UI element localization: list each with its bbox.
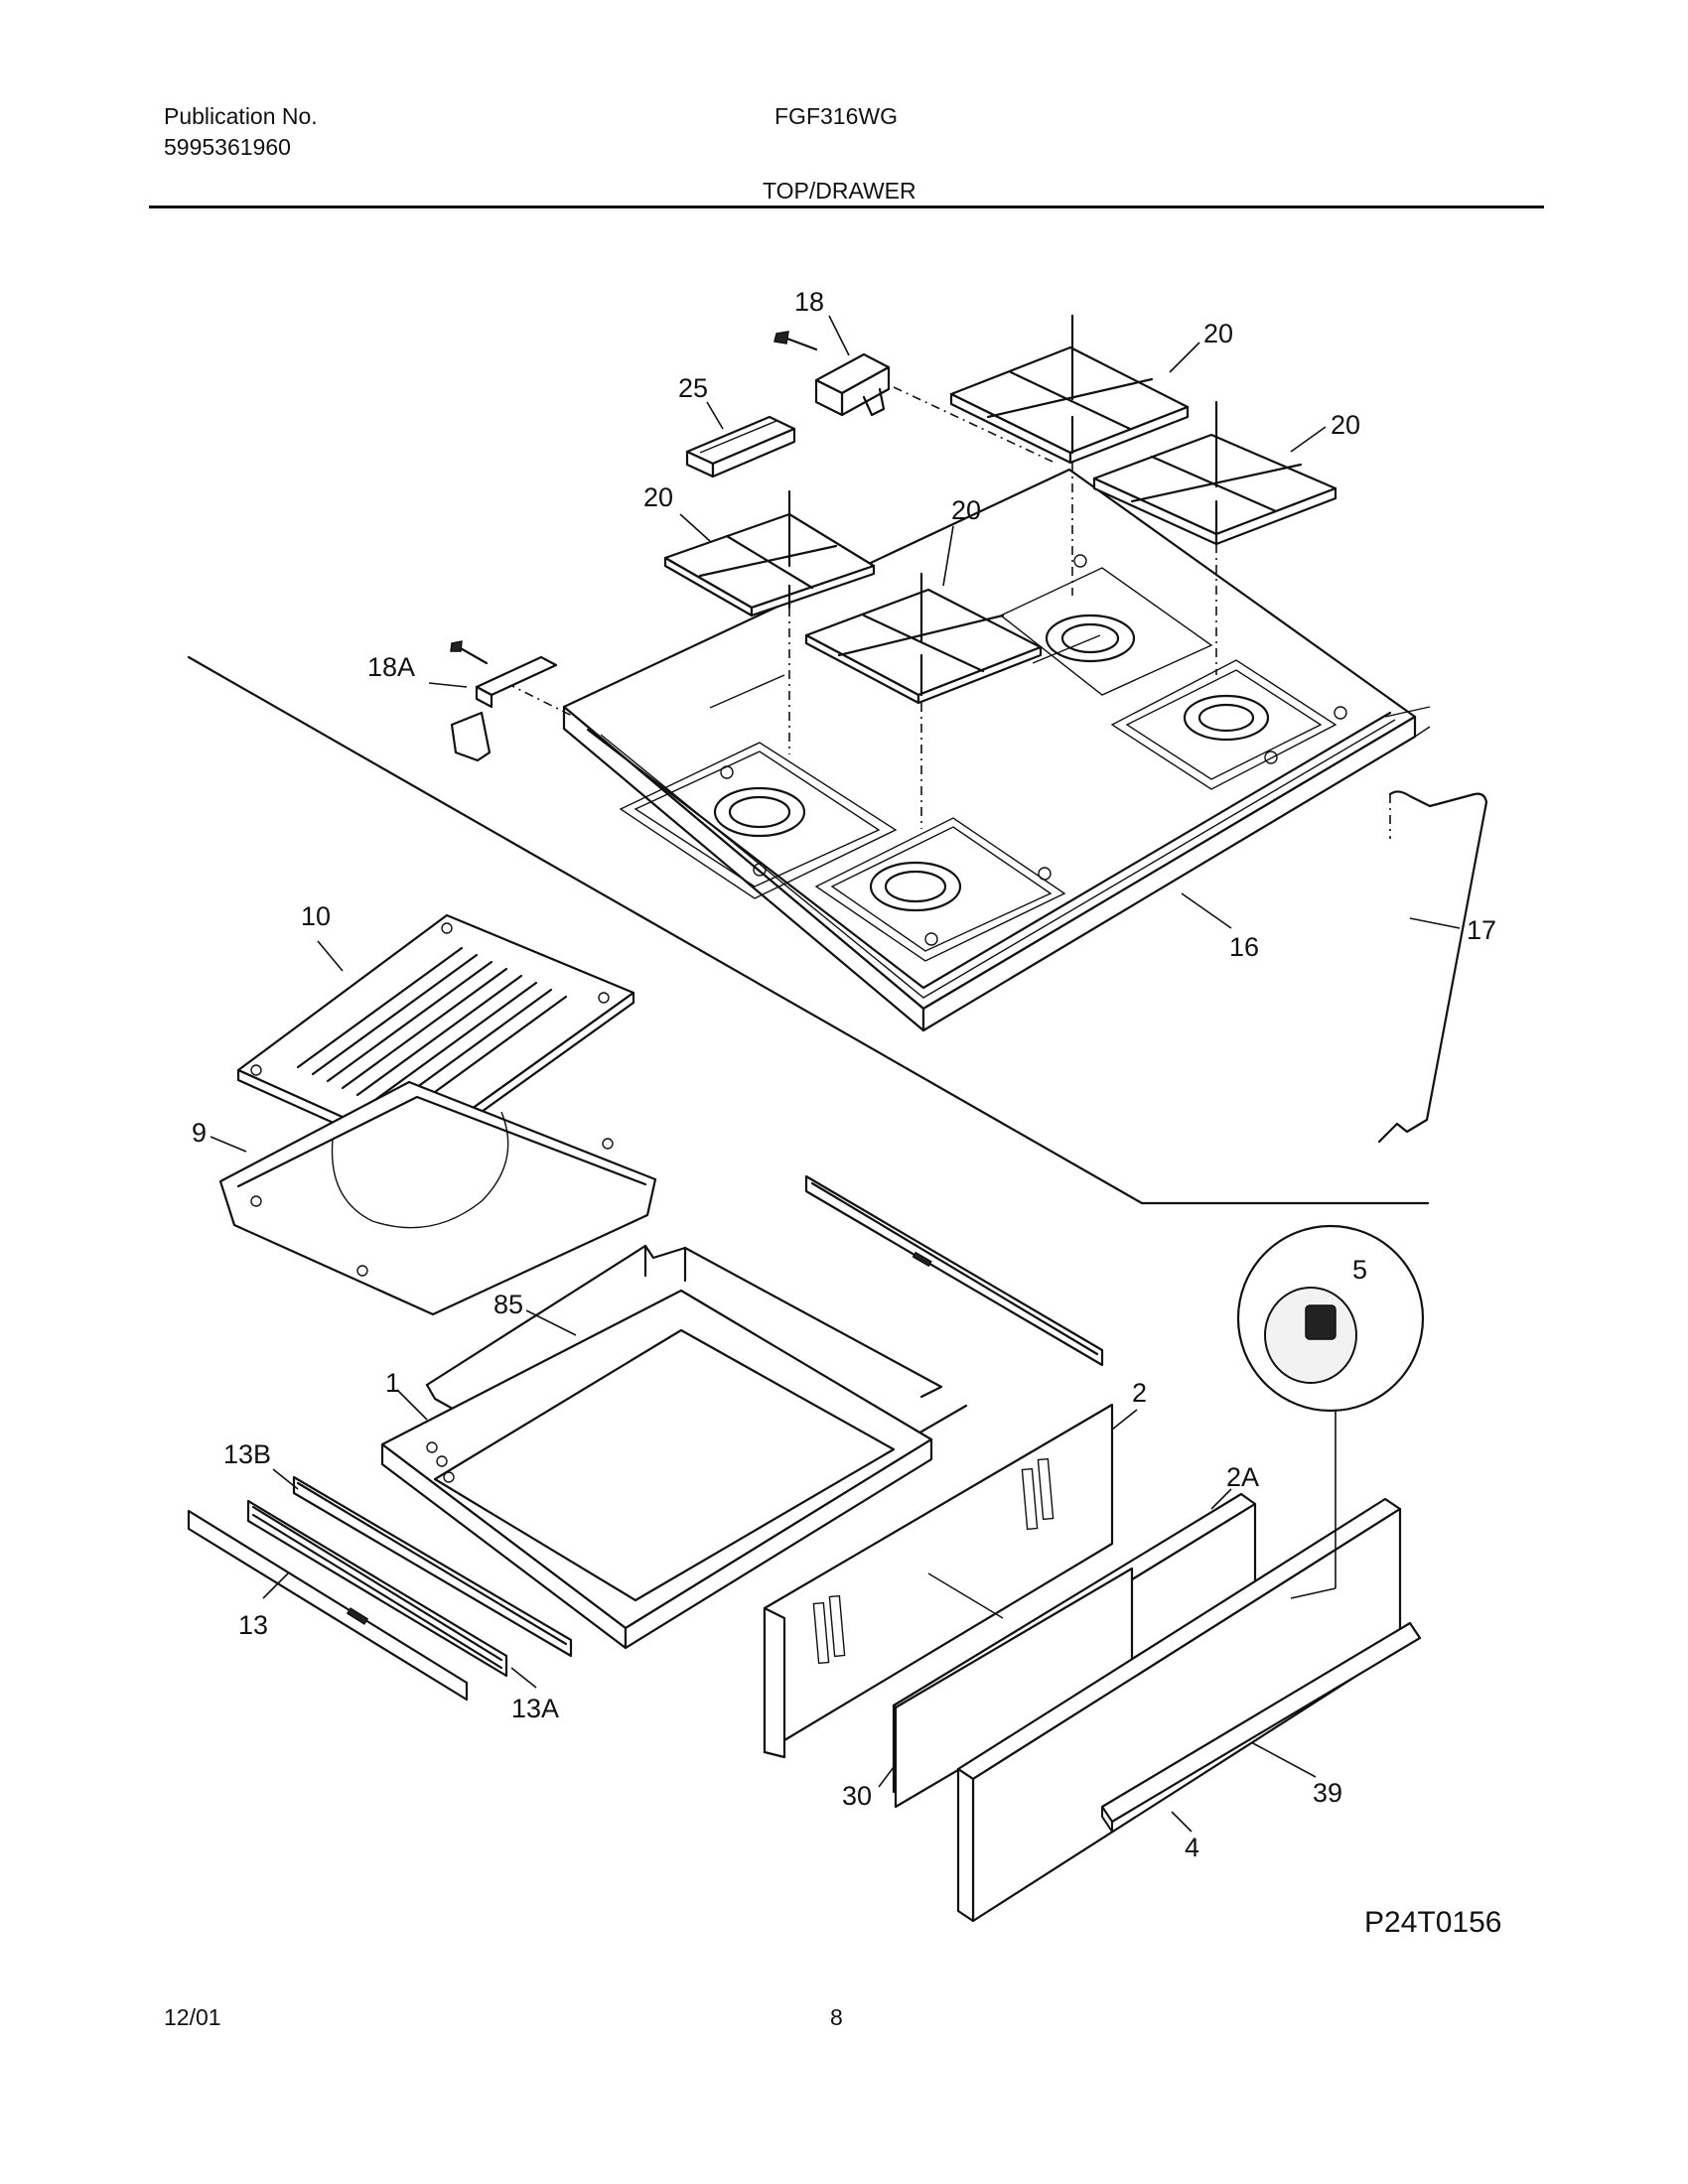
control-knob-callout	[1236, 1224, 1425, 1599]
footer-date: 12/01	[164, 2004, 221, 2030]
header-rule	[149, 205, 1544, 208]
part-label-17: 17	[1467, 915, 1496, 945]
part-label-18: 18	[794, 287, 824, 317]
part-label-5: 5	[1352, 1255, 1367, 1285]
part-label-18A: 18A	[367, 652, 415, 682]
drawer-back-panel	[763, 1403, 1114, 1759]
part-label-1: 1	[385, 1368, 400, 1398]
part-label-9: 9	[192, 1118, 207, 1148]
burner-front-left	[619, 742, 898, 899]
model-number: FGF316WG	[774, 103, 898, 129]
part-label-20: 20	[951, 495, 981, 525]
part-label-85: 85	[493, 1290, 523, 1319]
drawer-slide-right	[804, 1174, 1104, 1367]
part-label-20: 20	[643, 482, 673, 512]
burner-front-right	[814, 817, 1066, 962]
cooktop-main-top	[562, 468, 1431, 1032]
drawer-slide-13	[187, 1509, 469, 1702]
part-label-2A: 2A	[1226, 1462, 1259, 1492]
assembly-divider-line	[187, 655, 1430, 1205]
support-rod	[1377, 790, 1488, 1144]
vent-trim	[685, 415, 796, 478]
part-label-2: 2	[1132, 1378, 1147, 1408]
alignment-line	[505, 682, 575, 718]
hinge-bracket-front	[450, 640, 558, 762]
grate-front-right	[804, 572, 1043, 705]
leader-lines	[210, 315, 1461, 1833]
part-label-13A: 13A	[511, 1694, 559, 1723]
part-label-16: 16	[1229, 932, 1259, 962]
grate-rear-left	[949, 314, 1190, 465]
drawer-body	[380, 1289, 933, 1650]
hinge-bracket-rear	[774, 331, 891, 417]
part-label-20: 20	[1331, 410, 1360, 440]
publication-label: Publication No.	[164, 103, 318, 129]
part-label-13: 13	[238, 1610, 268, 1640]
drawer-outer-panel	[956, 1497, 1422, 1923]
drawer-slide-13A	[246, 1499, 508, 1678]
page-number: 8	[830, 2004, 843, 2030]
broiler-pan	[218, 1080, 657, 1316]
part-label-39: 39	[1313, 1778, 1342, 1808]
drawer-slide-13B	[292, 1475, 573, 1658]
part-label-10: 10	[301, 901, 331, 931]
part-label-25: 25	[678, 373, 708, 403]
grate-front-left	[663, 489, 876, 617]
grate-rear-right	[1092, 400, 1337, 546]
burner-rear-right	[1110, 659, 1337, 790]
part-label-20: 20	[1203, 319, 1233, 348]
burner-rear-left	[999, 567, 1213, 696]
section-title: TOP/DRAWER	[763, 178, 916, 204]
part-label-30: 30	[842, 1781, 872, 1811]
part-label-13B: 13B	[223, 1439, 271, 1469]
part-label-4: 4	[1185, 1833, 1199, 1862]
alignment-line	[893, 386, 1054, 463]
diagram-code: P24T0156	[1364, 1906, 1501, 1939]
publication-number: 5995361960	[164, 134, 291, 160]
